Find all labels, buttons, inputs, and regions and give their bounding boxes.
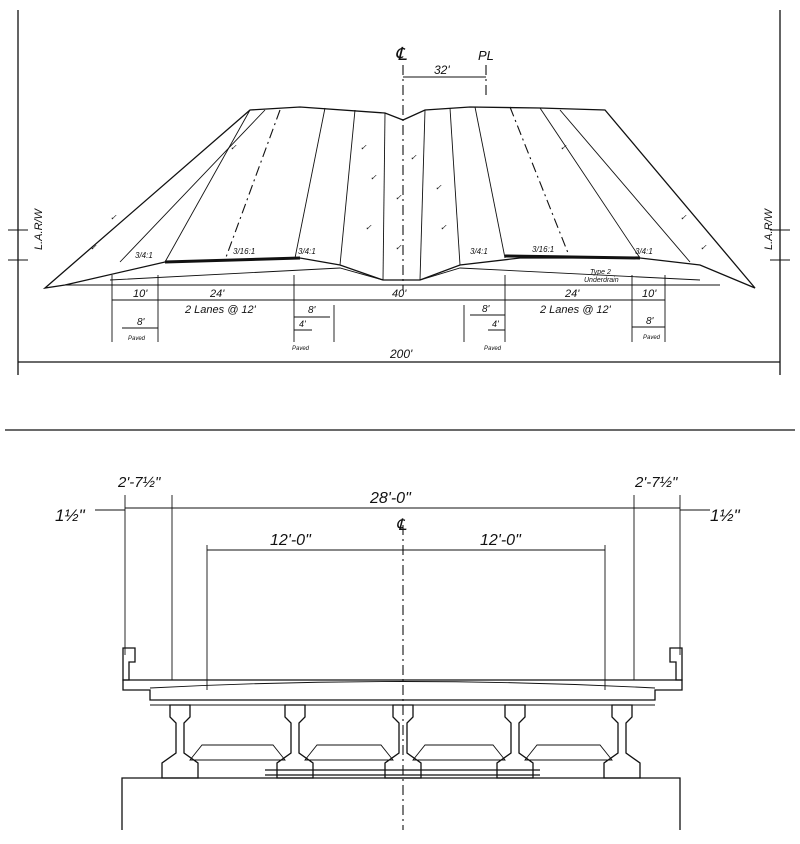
profile-line-symbol: PL bbox=[478, 48, 494, 63]
svg-text:✓: ✓ bbox=[560, 143, 567, 152]
slope-label: 3/16:1 bbox=[233, 247, 255, 256]
svg-text:✓: ✓ bbox=[395, 243, 402, 252]
slope-label: 3/4:1 bbox=[470, 247, 488, 256]
lanes-label-left: 2 Lanes @ 12' bbox=[184, 304, 257, 316]
svg-text:✓: ✓ bbox=[365, 223, 372, 232]
svg-text:✓: ✓ bbox=[110, 213, 117, 222]
right-of-way-left: L.A.R/W bbox=[8, 10, 45, 375]
underdrain-label: Type 2 bbox=[590, 269, 611, 276]
svg-text:✓: ✓ bbox=[360, 143, 367, 152]
bridge-girder bbox=[603, 704, 641, 779]
row-label-right: L.A.R/W bbox=[763, 207, 775, 250]
lanes-label-right: 2 Lanes @ 12' bbox=[539, 304, 612, 316]
deck-width-label: 28'-0" bbox=[369, 490, 412, 507]
barrier-width-right: 2'-7½" bbox=[634, 474, 678, 491]
svg-text:✓: ✓ bbox=[230, 143, 237, 152]
offset-label: 32' bbox=[434, 63, 450, 77]
centerline-symbol-top: ℄ bbox=[395, 44, 407, 64]
edge-width-right: 1½" bbox=[710, 506, 741, 525]
width-label: 24' bbox=[209, 288, 225, 300]
svg-text:✓: ✓ bbox=[700, 243, 707, 252]
width-label: 10' bbox=[642, 288, 657, 300]
roadway-perspective: ✓ ✓ ✓ ✓ ✓ ✓ ✓ ✓ ✓ ✓ ✓ ✓ ✓ ✓ bbox=[42, 106, 756, 289]
shoulder-label: 8' bbox=[482, 304, 491, 315]
svg-text:✓: ✓ bbox=[680, 213, 687, 222]
paved-label: Paved bbox=[643, 335, 661, 341]
row-label-left: L.A.R/W bbox=[33, 207, 45, 250]
paved-label: Paved bbox=[292, 346, 310, 352]
shoulder-label: 8' bbox=[646, 316, 655, 327]
svg-text:✓: ✓ bbox=[395, 193, 402, 202]
width-label: 40' bbox=[392, 288, 407, 300]
bridge-girder bbox=[496, 704, 534, 779]
paved-width-label: 4' bbox=[492, 319, 499, 329]
bridge-girder bbox=[161, 704, 199, 779]
shoulder-label: 8' bbox=[137, 317, 146, 328]
shoulder-label: 8' bbox=[308, 305, 317, 316]
girder-diaphragm bbox=[304, 744, 394, 761]
slope-label: 3/4:1 bbox=[298, 247, 316, 256]
girder-diaphragm bbox=[412, 744, 506, 761]
svg-text:✓: ✓ bbox=[440, 223, 447, 232]
width-label: 24' bbox=[564, 288, 580, 300]
girder-diaphragm bbox=[524, 744, 613, 761]
bridge-girder bbox=[276, 704, 314, 779]
slope-label: 3/4:1 bbox=[635, 247, 653, 256]
bridge-section bbox=[95, 495, 710, 830]
svg-text:✓: ✓ bbox=[410, 153, 417, 162]
top-dimensions bbox=[18, 275, 780, 363]
svg-text:✓: ✓ bbox=[370, 173, 377, 182]
lane-width-right: 12'-0" bbox=[480, 532, 522, 549]
centerline-symbol-bottom: ℄ bbox=[396, 517, 407, 534]
edge-width-left: 1½" bbox=[55, 506, 86, 525]
svg-text:✓: ✓ bbox=[435, 183, 442, 192]
barrier-width-left: 2'-7½" bbox=[117, 474, 161, 491]
paved-label: Paved bbox=[128, 336, 146, 342]
lane-width-left: 12'-0" bbox=[270, 532, 312, 549]
paved-width-label: 4' bbox=[299, 319, 306, 329]
slope-label: 3/4:1 bbox=[135, 251, 153, 260]
right-of-way-right: L.A.R/W bbox=[763, 10, 790, 375]
slope-label: 3/16:1 bbox=[532, 245, 554, 254]
girder-diaphragm bbox=[189, 744, 286, 761]
width-label: 10' bbox=[133, 288, 148, 300]
total-width-label: 200' bbox=[389, 347, 413, 361]
underdrain-label: Underdrain bbox=[584, 277, 619, 284]
paved-label: Paved bbox=[484, 346, 502, 352]
svg-text:✓: ✓ bbox=[90, 243, 97, 252]
